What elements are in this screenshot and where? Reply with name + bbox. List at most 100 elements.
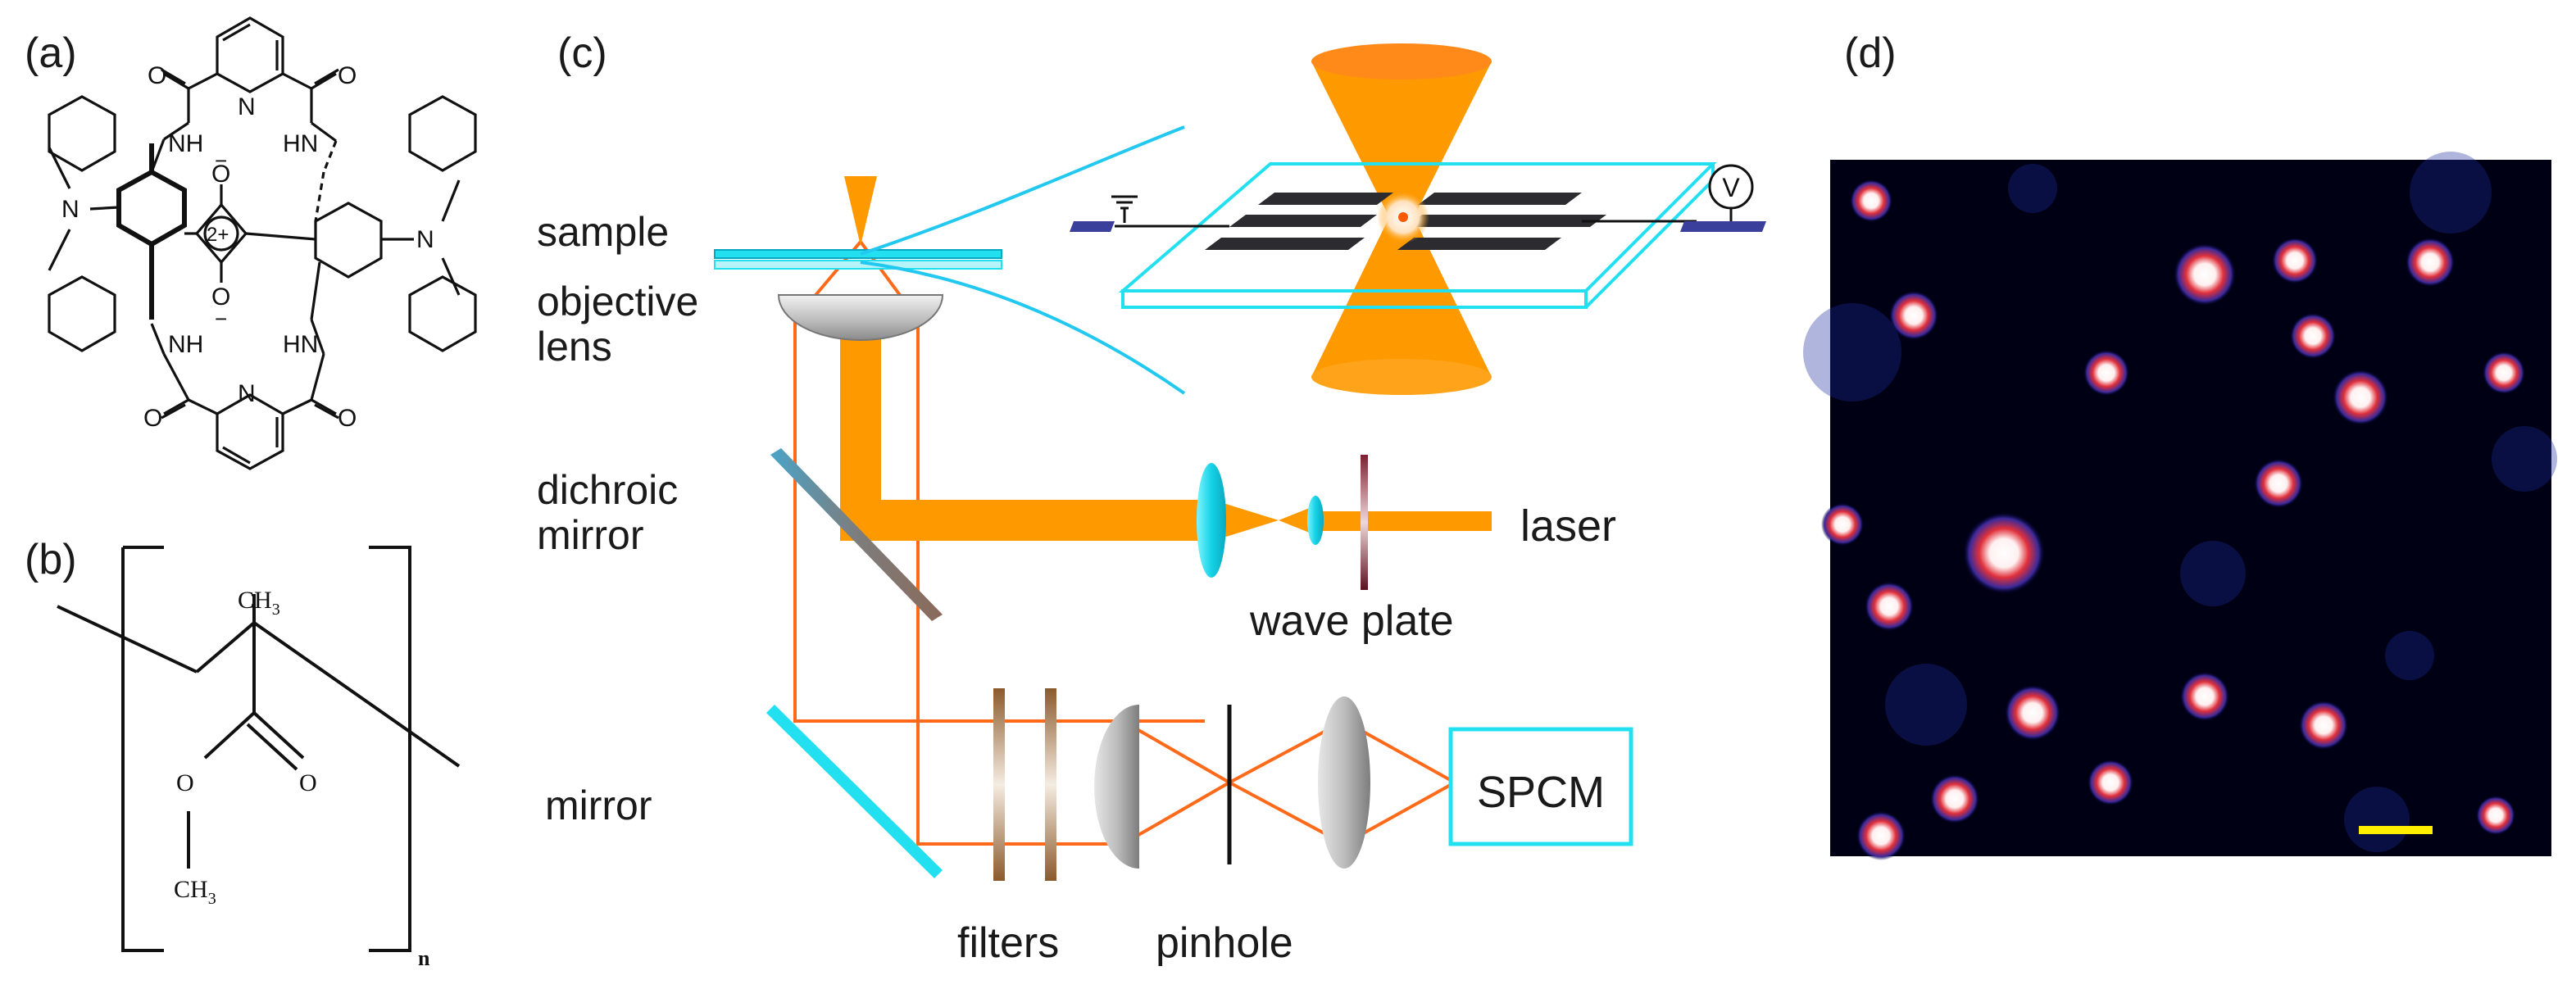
zoom-line-top xyxy=(860,125,1185,256)
focusing-lens xyxy=(1094,705,1139,869)
fluorescent-spot xyxy=(2088,760,2133,805)
mirror xyxy=(766,705,943,878)
atom-hn-top: HN xyxy=(283,130,318,157)
background-haze xyxy=(2344,787,2410,852)
wiring xyxy=(1111,195,1733,228)
panel-a-label: (a) xyxy=(25,29,77,77)
objective-lens xyxy=(777,294,944,341)
fluorescent-spot xyxy=(2254,459,2303,508)
electrode-array xyxy=(1205,193,1606,250)
zoom-slide xyxy=(1118,162,1717,309)
fluorescent-spot xyxy=(2272,238,2318,284)
dichroic-mirror xyxy=(770,448,943,621)
fluorescent-spot xyxy=(2180,672,2229,721)
atom-nh-bottom: NH xyxy=(168,331,203,358)
panel-c-label: (c) xyxy=(557,29,607,77)
label-sample: sample xyxy=(537,209,669,255)
fluorescent-spot xyxy=(1963,512,2045,594)
minus-sign-top: − xyxy=(215,148,227,173)
beam-expander-lens-2 xyxy=(1307,496,1324,545)
laser-beam xyxy=(840,176,1492,541)
scale-bar xyxy=(2359,826,2433,834)
fluorescent-spot xyxy=(2005,685,2060,741)
atom-n-top: N xyxy=(238,93,256,120)
fluorescent-spot xyxy=(1865,582,1914,631)
beam-expander-lens-1 xyxy=(1197,463,1226,578)
panel-a: (a) xyxy=(25,16,477,470)
background-haze xyxy=(2008,164,2057,213)
atom-hn-bottom: HN xyxy=(283,331,318,358)
repeat-n: n xyxy=(418,946,430,970)
background-haze xyxy=(2492,426,2557,492)
filter-2 xyxy=(1045,688,1056,881)
carbonyl-o: O xyxy=(299,769,317,796)
label-filters: filters xyxy=(957,919,1059,967)
minus-sign-bottom: − xyxy=(215,306,227,331)
atom-o-minus-bottom: O xyxy=(211,284,230,311)
panel-d: (d) xyxy=(1803,29,2557,860)
panel-b-label: (b) xyxy=(25,536,77,583)
background-haze xyxy=(1885,664,1967,746)
label-dichroic-mirror: mirror xyxy=(537,512,644,558)
label-spcm: SPCM xyxy=(1477,768,1605,817)
atom-o-bottom-right: O xyxy=(338,405,357,432)
atom-o-minus-top: O xyxy=(211,161,230,188)
label-dichroic: dichroic xyxy=(537,467,678,513)
fluorescent-spot xyxy=(1856,811,1906,860)
zoom-line-bottom xyxy=(860,261,1186,395)
fluorescent-spots xyxy=(1803,152,2557,860)
voltmeter-icon xyxy=(1708,164,1754,210)
contact-pad-left xyxy=(1070,221,1115,232)
fluorescent-spot xyxy=(2483,352,2525,394)
fluorescent-spot xyxy=(2476,796,2515,835)
panel-d-label: (d) xyxy=(1844,29,1897,77)
fluorescent-spot xyxy=(2333,370,2388,425)
background-haze xyxy=(1803,303,1901,401)
fluorescent-spot xyxy=(2083,350,2129,396)
ester-o: O xyxy=(176,769,194,796)
atom-n-left: N xyxy=(61,196,80,223)
panel-c: (c) xyxy=(537,29,1766,967)
background-haze xyxy=(2180,541,2246,606)
pmma-labels: CH3 O O CH3 n xyxy=(174,587,430,970)
label-wave-plate: wave plate xyxy=(1249,597,1454,645)
filter-1 xyxy=(993,688,1005,881)
contact-pad-right xyxy=(1680,221,1766,232)
fluorescent-spot xyxy=(2406,238,2455,287)
panel-b: (b) CH3 O O CH3 n xyxy=(25,536,461,970)
pmma-structure xyxy=(57,546,461,952)
single-molecule xyxy=(1398,212,1408,222)
atom-nh-top: NH xyxy=(168,130,203,157)
fluorescent-spot xyxy=(1889,291,1938,340)
ch3-top: CH3 xyxy=(238,587,280,619)
atom-o-top-right: O xyxy=(338,62,357,89)
ch3-bottom: CH3 xyxy=(174,876,216,908)
collecting-lens xyxy=(1318,696,1370,869)
atom-charge: 2+ xyxy=(207,224,229,246)
background-haze xyxy=(2385,631,2434,680)
setup-labels: sample objective lens dichroic mirror la… xyxy=(537,209,1616,967)
fluorescent-spot xyxy=(2299,701,2348,750)
wave-plate xyxy=(1361,455,1368,590)
fluorescent-spot xyxy=(2290,313,2336,359)
label-pinhole: pinhole xyxy=(1156,919,1293,967)
catenane-atom-labels: N O O NH HN NH HN N O O N N 2+ O O − − xyxy=(61,62,434,432)
fluorescent-spot xyxy=(1930,774,1979,823)
fluorescent-spot xyxy=(2174,243,2236,306)
sample-slide xyxy=(714,249,1002,270)
label-objective: objective xyxy=(537,279,698,324)
spcm-box xyxy=(1448,727,1633,846)
atom-n-right: N xyxy=(416,226,434,253)
catenane-structure xyxy=(48,16,477,470)
atom-o-bottom-left: O xyxy=(143,405,162,432)
label-mirror: mirror xyxy=(545,783,652,828)
fluorescent-spot xyxy=(1850,179,1892,222)
background-haze xyxy=(2410,152,2492,234)
atom-n-bottom: N xyxy=(238,380,256,407)
fluorescent-spot xyxy=(1821,503,1864,546)
label-lens: lens xyxy=(537,324,612,370)
voltmeter-label: V xyxy=(1722,173,1740,202)
label-laser: laser xyxy=(1520,501,1616,551)
atom-o-top-left: O xyxy=(148,62,166,89)
